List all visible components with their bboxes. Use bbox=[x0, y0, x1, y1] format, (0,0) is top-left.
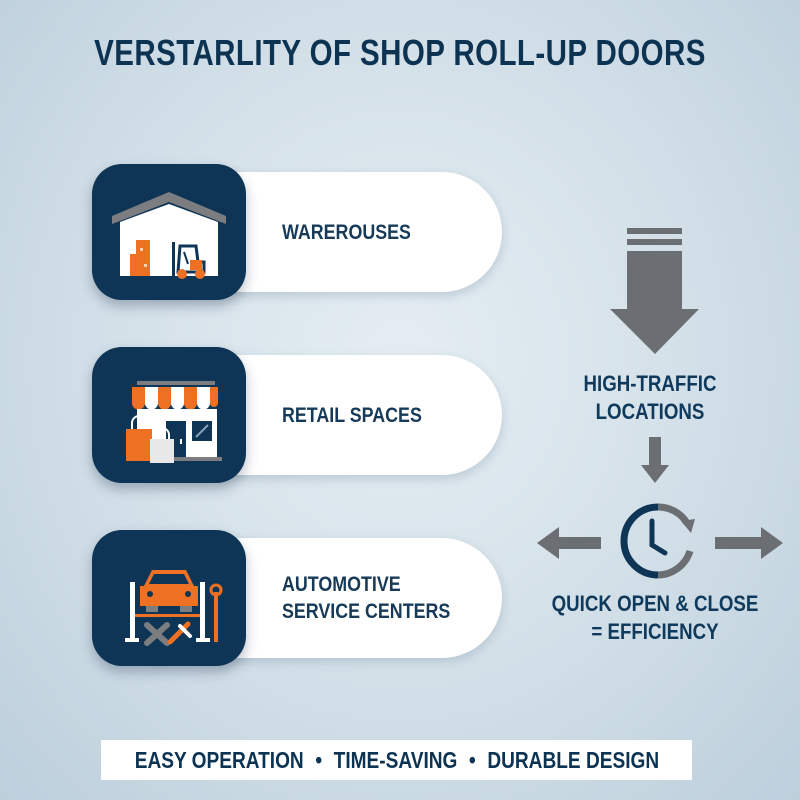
feature-easy-operation: EASY OPERATION bbox=[134, 746, 304, 773]
efficiency-label: QUICK OPEN & CLOSE = EFFICIENCY bbox=[551, 591, 759, 644]
page-title: VERSTARLITY OF SHOP ROLL-UP DOORS bbox=[94, 32, 706, 73]
card-label: WAREROUSES bbox=[282, 220, 411, 244]
bullet-separator: • bbox=[468, 746, 476, 773]
card-label: RETAIL SPACES bbox=[282, 403, 422, 427]
storefront-shopping-bags-icon bbox=[92, 347, 246, 483]
feature-durable-design: DURABLE DESIGN bbox=[486, 746, 659, 773]
car-lift-tools-icon bbox=[92, 530, 246, 666]
card-retail-spaces: RETAIL SPACES bbox=[92, 347, 502, 483]
down-arrow-icon bbox=[610, 228, 699, 354]
clock-cycle-icon bbox=[537, 503, 783, 579]
warehouse-forklift-icon bbox=[92, 164, 246, 300]
card-label: AUTOMOTIVE SERVICE CENTERS bbox=[282, 573, 451, 623]
card-warehouses: WAREROUSES bbox=[92, 164, 502, 300]
card-automotive: AUTOMOTIVE SERVICE CENTERS bbox=[92, 530, 502, 666]
features-banner: EASY OPERATION • TIME-SAVING • DURABLE DESIG… bbox=[101, 740, 692, 780]
bullet-separator: • bbox=[314, 746, 322, 773]
feature-time-saving: TIME-SAVING bbox=[333, 746, 457, 773]
high-traffic-label: HIGH-TRAFFIC LOCATIONS bbox=[583, 371, 717, 424]
small-down-arrow-icon bbox=[641, 437, 669, 483]
